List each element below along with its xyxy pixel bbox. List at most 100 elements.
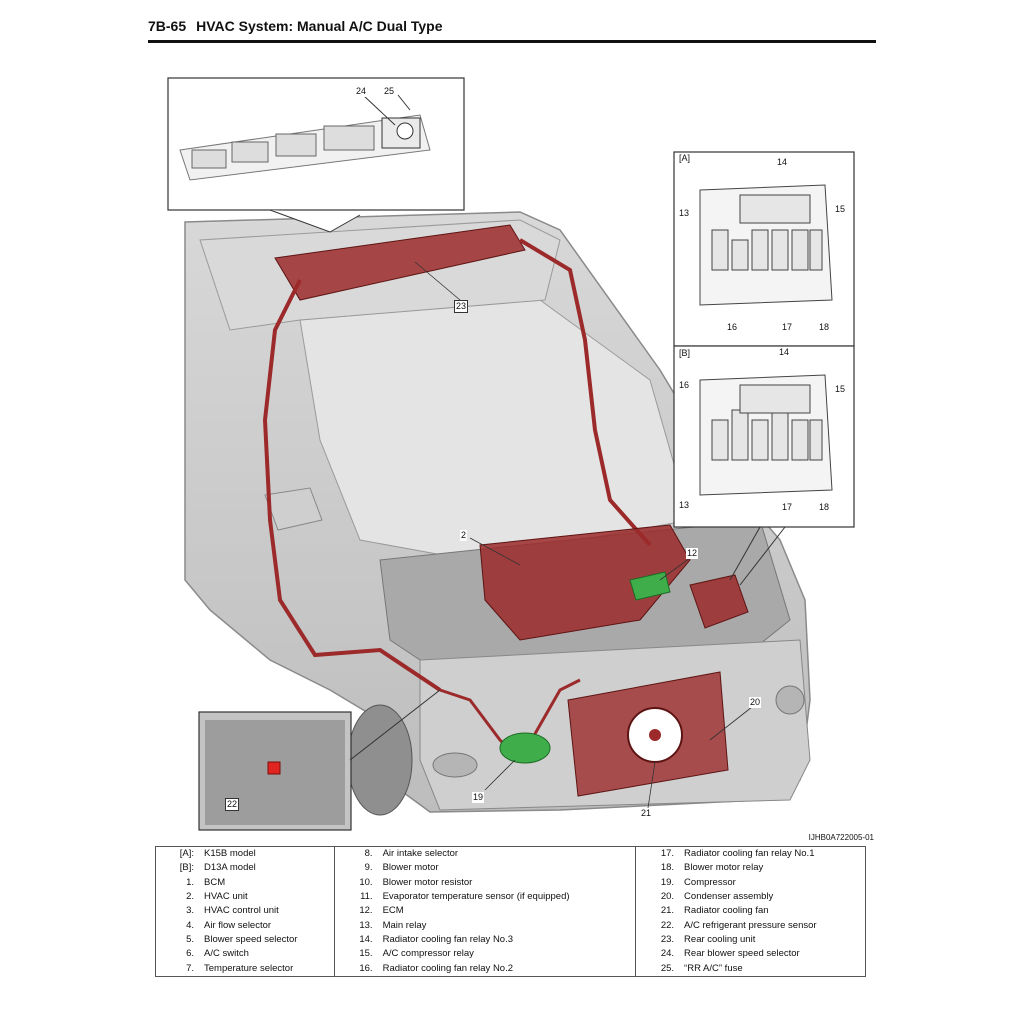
legend-label: “RR A/C” fuse: [684, 962, 743, 974]
legend-row: 2. HVAC unit 11.Evaporator temperature sen…: [156, 889, 866, 905]
callout-22: 22: [225, 798, 240, 811]
callout-18-a: 18: [818, 322, 831, 333]
legend-label: Air intake selector: [382, 848, 459, 860]
rear-vent-1: [191, 149, 227, 169]
legend-number: 13.: [333, 918, 379, 933]
legend-number: [B]:: [179, 862, 194, 874]
legend-label: HVAC control unit: [204, 905, 279, 917]
page-header: 7B-65 HVAC System: Manual A/C Dual Type: [148, 16, 876, 43]
callout-12: 12: [686, 548, 699, 559]
legend-number: 10.: [333, 875, 379, 890]
side-mirror: [264, 487, 323, 531]
legend-label: Rear cooling unit: [684, 933, 756, 945]
legend-number: 19.: [635, 875, 681, 890]
legend-number: 2.: [186, 891, 194, 903]
relay-grid-b: [711, 384, 823, 461]
legend-number: 4.: [186, 919, 194, 931]
callout-13-b: 13: [678, 500, 691, 511]
legend-label: Blower motor resistor: [382, 876, 473, 888]
callout-18-b: 18: [818, 502, 831, 513]
ecm: [629, 571, 671, 601]
legend-row: 3. HVAC control unit 12.ECM 21.Radiator coo…: [156, 904, 866, 919]
legend-label: Temperature selector: [204, 962, 294, 974]
legend-label: A/C compressor relay: [382, 948, 474, 960]
section-title: HVAC System: Manual A/C Dual Type: [196, 18, 443, 34]
legend-label: Radiator cooling fan relay No.3: [382, 933, 514, 945]
pressure-sensor-marker: [267, 761, 281, 775]
front-wheel: [347, 704, 413, 816]
legend-label: Blower speed selector: [204, 933, 298, 945]
callout-16-a: 16: [726, 322, 739, 333]
legend-number: 6.: [186, 948, 194, 960]
callout-25: 25: [383, 86, 396, 97]
legend-label: A/C refrigerant pressure sensor: [684, 919, 817, 931]
callout-17-b: 17: [781, 502, 794, 513]
legend-number: 11.: [333, 889, 379, 905]
callout-13-a: 13: [678, 208, 691, 219]
hvac-component-illustration: 24 25 23 2 12 20 21 19 22 [A] 14 13 15 1…: [167, 77, 855, 831]
rear-vent-2: [231, 141, 269, 163]
callout-17-a: 17: [781, 322, 794, 333]
callout-24: 24: [355, 86, 368, 97]
hvac-unit: [479, 524, 691, 641]
fan-hub: [649, 729, 661, 741]
inset-b-label: [B]: [678, 348, 692, 359]
callout-16-b: 16: [678, 380, 691, 391]
legend-label: A/C switch: [204, 948, 249, 960]
legend-label: HVAC unit: [204, 891, 248, 903]
inset-pointer: [269, 209, 361, 233]
legend-number: 21.: [635, 904, 681, 919]
legend-number: 18.: [635, 861, 681, 876]
inset-a-label: [A]: [678, 153, 692, 164]
legend-number: 17.: [635, 846, 681, 862]
legend-label: Radiator cooling fan: [684, 905, 769, 917]
callout-15-b: 15: [834, 384, 847, 395]
legend-number: 3.: [186, 905, 194, 917]
legend-label: Radiator cooling fan relay No.2: [382, 962, 514, 974]
callout-14-b: 14: [778, 347, 791, 358]
inset-pointer-sensor: [349, 689, 441, 761]
legend-label: Evaporator temperature sensor (if equipp…: [382, 891, 570, 903]
callout-2: 2: [460, 530, 468, 541]
legend-number: 25.: [635, 961, 681, 977]
legend-label: Compressor: [684, 876, 736, 888]
legend-label: ECM: [382, 905, 404, 917]
legend-row: 6. A/C switch 15.A/C compressor relay 24.Re…: [156, 947, 866, 962]
figure-reference-code: IJHB0A722005-01: [808, 833, 874, 842]
section-number: 7B-65: [148, 18, 187, 34]
legend-label: Blower motor: [382, 862, 439, 874]
legend-number: 7.: [186, 962, 194, 974]
callout-14-a: 14: [776, 157, 789, 168]
legend-label: Main relay: [382, 919, 427, 931]
right-headlight: [775, 685, 805, 715]
rear-cooling-unit: [274, 224, 526, 301]
legend-number: 22.: [635, 918, 681, 933]
legend-label: Condenser assembly: [684, 891, 774, 903]
callout-15-a: 15: [834, 204, 847, 215]
rear-vent-4: [323, 125, 375, 151]
left-headlight: [432, 752, 478, 778]
legend-number: [A]:: [179, 848, 194, 860]
legend-label: D13A model: [204, 862, 256, 874]
legend-number: 23.: [635, 932, 681, 948]
legend-number: 20.: [635, 889, 681, 905]
legend-label: BCM: [204, 876, 226, 888]
page-title: 7B-65 HVAC System: Manual A/C Dual Type: [148, 18, 442, 34]
callout-20: 20: [749, 697, 762, 708]
legend-label: Rear blower speed selector: [684, 948, 800, 960]
legend-number: 16.: [333, 961, 379, 977]
legend-number: 12.: [333, 904, 379, 919]
callout-19: 19: [472, 792, 485, 803]
rear-blower-knob: [396, 122, 414, 140]
legend-number: 15.: [333, 947, 379, 962]
compressor: [499, 732, 551, 764]
callout-23: 23: [454, 300, 469, 313]
legend-number: 24.: [635, 947, 681, 962]
pointer-to-relay-box: [729, 526, 761, 581]
